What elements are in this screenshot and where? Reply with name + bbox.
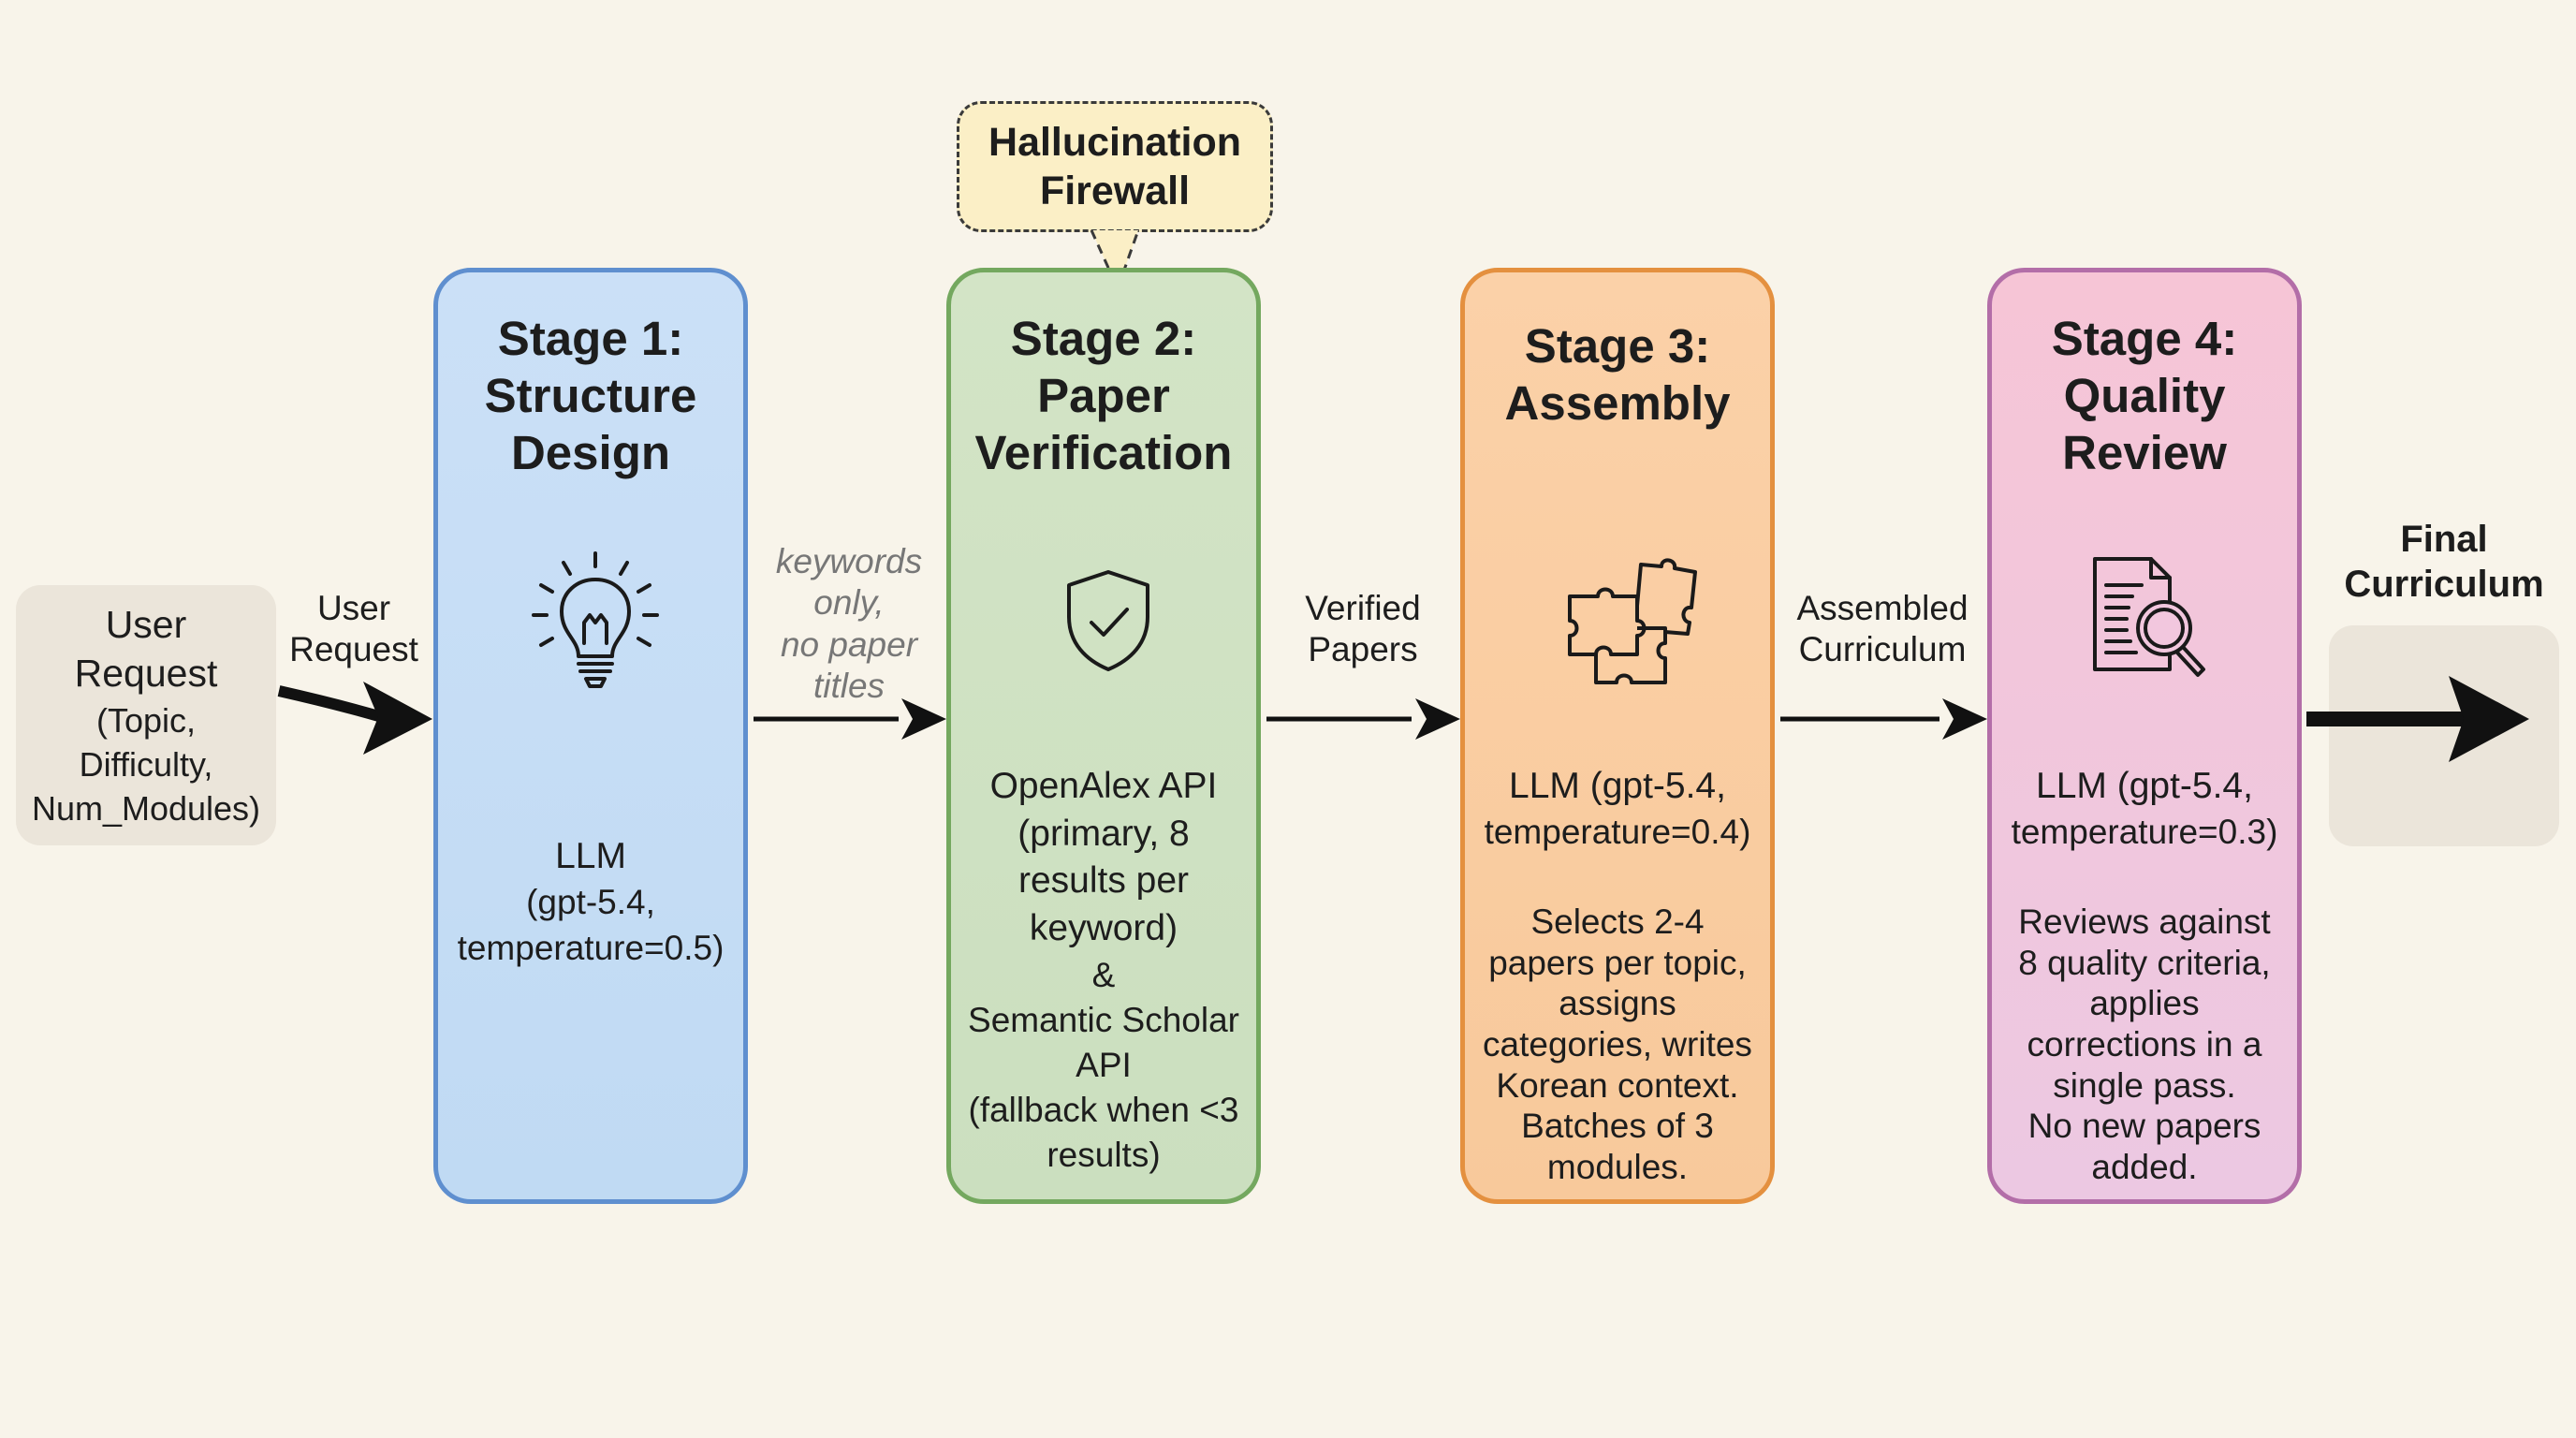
stage-body-line: results) [1046, 1136, 1161, 1175]
stage-description: Selects 2-4 papers per topic, assigns ca… [1465, 902, 1770, 1188]
stage-desc-line: applies [2089, 984, 2200, 1023]
input-line-2: Request [74, 651, 218, 695]
stage-4-box: Stage 4: Quality Review LLM (gpt-5.4, [1987, 268, 2302, 1204]
stage-desc-line: categories, writes [1483, 1024, 1752, 1064]
stage-title-line: Structure [484, 369, 697, 423]
input-line-1: User [105, 603, 187, 647]
edge-label-line: Curriculum [1798, 630, 1967, 669]
stage-body-line: Semantic Scholar [968, 1000, 1239, 1039]
lightbulb-icon [532, 551, 659, 688]
stage-title-line: Assembly [1504, 376, 1731, 431]
stage-body-line: (gpt-5.4, [526, 883, 655, 922]
edge-label-line: only, [813, 583, 885, 623]
stage-body-line: temperature=0.4) [1484, 812, 1751, 851]
stage-body: LLM (gpt-5.4, temperature=0.3) [1992, 763, 2297, 854]
stage-title-line: Verification [974, 426, 1233, 480]
edge-label-line: Papers [1308, 630, 1418, 669]
stage-description: Reviews against 8 quality criteria, appl… [1992, 902, 2297, 1188]
stage-title: Stage 4: Quality Review [1992, 310, 2297, 482]
edge-label-assembled-curriculum: Assembled Curriculum [1778, 588, 1986, 671]
input-detail-2: Difficulty, [79, 744, 213, 784]
edge-label-line: keywords [775, 542, 923, 580]
stage-desc-line: assigns [1559, 984, 1676, 1023]
puzzle-icon [1568, 558, 1697, 684]
hallucination-firewall-callout: Hallucination Firewall [957, 101, 1273, 232]
final-curriculum-label: Final Curriculum [2318, 517, 2570, 607]
stage-body: OpenAlex API (primary, 8 results per key… [951, 763, 1256, 1178]
stage-desc-line: corrections in a [2027, 1024, 2262, 1064]
stage-desc-line: papers per topic, [1488, 943, 1747, 982]
shield-check-icon [1067, 570, 1149, 671]
stage-3-box: Stage 3: Assembly LLM (gpt-5.4, temperat… [1460, 268, 1775, 1204]
arrow-s3-s4-head [1942, 698, 1987, 740]
input-detail-3: Num_Modules) [31, 788, 261, 828]
stage-body: LLM (gpt-5.4, temperature=0.5) [438, 832, 743, 972]
stage-body-line: LLM (gpt-5.4, [1509, 766, 1726, 806]
stage-desc-line: added. [2091, 1147, 2198, 1186]
user-request-box: User Request (Topic, Difficulty, Num_Mod… [16, 585, 276, 845]
final-curriculum-box [2329, 625, 2559, 846]
callout-line-2: Firewall [1039, 169, 1191, 213]
stage-1-box: Stage 1: Structure Design [433, 268, 748, 1204]
stage-body-line: & [1091, 955, 1116, 994]
input-arrow-head [363, 682, 432, 755]
edge-label-line: Verified [1305, 589, 1421, 627]
stage-title-line: Design [510, 426, 671, 480]
output-line-1: Final [2400, 519, 2488, 560]
stage-body-line: LLM [555, 836, 626, 876]
stage-body-line: OpenAlex API [989, 766, 1218, 806]
edge-label-keywords: keywords only, no paper titles [754, 541, 944, 708]
stage-title-line: Stage 3: [1524, 319, 1711, 373]
stage-2-box: Stage 2: Paper Verification OpenAlex API… [946, 268, 1261, 1204]
arrow-s2-s3-head [1415, 698, 1460, 740]
stage-desc-line: No new papers [2027, 1107, 2261, 1146]
stage-title: Stage 1: Structure Design [438, 310, 743, 482]
edge-label-line: User [316, 589, 391, 627]
edge-label-line: Request [289, 630, 418, 669]
stage-body-line: temperature=0.5) [457, 929, 724, 968]
stage-body-line: keyword) [1029, 908, 1178, 949]
stage-desc-line: Batches of 3 [1521, 1107, 1714, 1146]
input-detail-1: (Topic, [95, 700, 197, 740]
document-magnifier-icon [2093, 557, 2205, 677]
stage-title-line: Stage 1: [497, 312, 684, 365]
arrow-s1-s2-head [901, 698, 946, 740]
input-arrow [277, 685, 384, 723]
stage-desc-line: 8 quality criteria, [2018, 943, 2271, 982]
stage-body-line: API [1076, 1045, 1132, 1084]
stage-title-line: Stage 2: [1010, 312, 1197, 365]
stage-desc-line: modules. [1546, 1147, 1689, 1186]
stage-title: Stage 3: Assembly [1465, 317, 1770, 432]
stage-body-line: LLM (gpt-5.4, [2036, 766, 2253, 806]
stage-body: LLM (gpt-5.4, temperature=0.4) [1465, 763, 1770, 854]
stage-desc-line: Reviews against [2018, 902, 2271, 941]
edge-label-line: no paper [780, 624, 918, 664]
stage-title: Stage 2: Paper Verification [951, 310, 1256, 482]
stage-title-line: Quality [2063, 369, 2226, 423]
callout-line-1: Hallucination [988, 119, 1241, 165]
stage-title-line: Stage 4: [2051, 312, 2238, 365]
stage-desc-line: Korean context. [1496, 1065, 1739, 1105]
stage-desc-line: Selects 2-4 [1530, 902, 1705, 941]
edge-label-user-request: User Request [281, 588, 427, 671]
stage-body-line: (fallback when <3 [968, 1091, 1239, 1130]
stage-body-line: temperature=0.3) [2011, 812, 2278, 851]
output-line-2: Curriculum [2344, 564, 2544, 605]
stage-title-line: Paper [1037, 369, 1170, 423]
stage-body-line: (primary, 8 [1017, 813, 1190, 854]
stage-desc-line: single pass. [2053, 1065, 2236, 1105]
stage-body-line: results per [1017, 860, 1190, 902]
edge-label-verified-papers: Verified Papers [1269, 588, 1456, 671]
edge-label-line: titles [812, 667, 886, 706]
stage-title-line: Review [2062, 426, 2227, 480]
edge-label-line: Assembled [1796, 589, 1969, 627]
